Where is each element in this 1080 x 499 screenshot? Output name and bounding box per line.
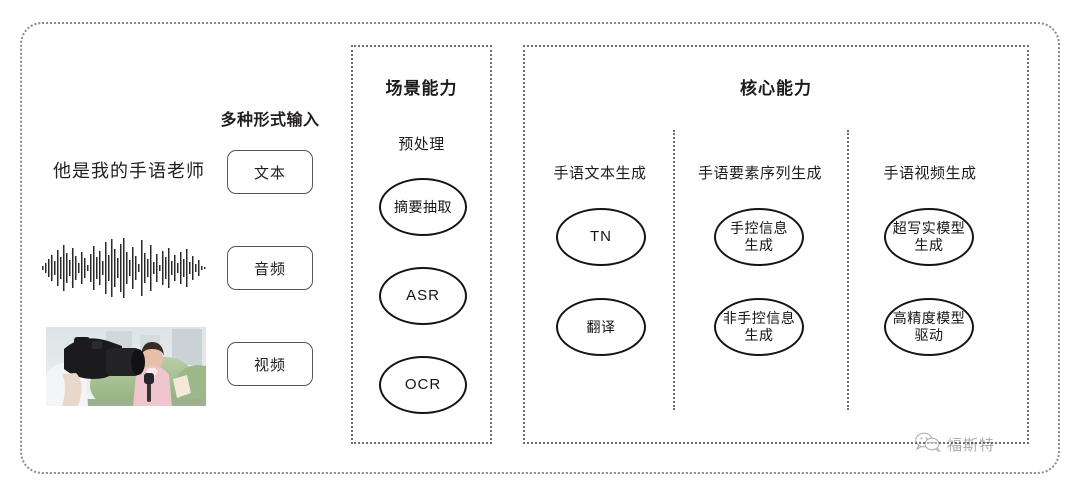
node-translation[interactable]: 翻译 [556,298,646,356]
scene-panel-group-label: 预处理 [398,136,445,153]
scene-capability-panel: 场景能力 预处理 摘要抽取 ASR OCR [351,45,492,444]
node-hyperreal-model-generation-label: 超写实模型生成 [892,220,966,253]
node-tn-label: TN [590,228,612,246]
diagram-outer-frame [20,22,1060,474]
core-capability-panel: 核心能力 手语文本生成 TN 翻译 手语要素序列生成 手控信息生成 非手控信息生… [523,45,1029,444]
input-chip-text-label: 文本 [253,164,286,182]
input-chip-text[interactable]: 文本 [227,150,313,194]
node-manual-info-generation[interactable]: 手控信息生成 [714,208,804,266]
core-panel-divider-1 [673,130,675,410]
video-thumbnail-icon [46,327,206,406]
core-column-3-heading: 手语视频生成 [883,165,977,182]
node-summary-extraction[interactable]: 摘要抽取 [379,178,467,236]
core-panel-title: 核心能力 [740,79,812,98]
audio-waveform-icon [42,236,208,300]
watermark: 福斯特 [915,432,995,457]
node-high-precision-model-driving-label: 高精度模型驱动 [892,310,966,343]
node-manual-info-generation-label: 手控信息生成 [730,220,788,253]
input-chip-video[interactable]: 视频 [227,342,313,386]
scene-panel-title: 场景能力 [385,79,458,98]
sample-sentence-text: 他是我的手语老师 [53,161,205,181]
input-section-heading: 多种形式输入 [220,112,320,129]
watermark-text: 福斯特 [947,437,996,454]
core-panel-divider-2 [847,130,849,410]
node-hyperreal-model-generation[interactable]: 超写实模型生成 [884,208,974,266]
node-summary-extraction-label: 摘要抽取 [394,198,452,215]
core-column-1-heading: 手语文本生成 [553,165,647,182]
node-translation-label: 翻译 [586,318,616,335]
input-chip-audio-label: 音频 [253,260,286,278]
node-ocr-label: OCR [404,376,442,394]
node-ocr[interactable]: OCR [379,356,467,414]
node-high-precision-model-driving[interactable]: 高精度模型驱动 [884,298,974,356]
node-asr-label: ASR [406,287,440,305]
input-chip-audio[interactable]: 音频 [227,246,313,290]
core-column-2-heading: 手语要素序列生成 [697,165,822,182]
wechat-icon [915,432,941,457]
node-tn[interactable]: TN [556,208,646,266]
node-non-manual-info-generation[interactable]: 非手控信息生成 [714,298,804,356]
input-chip-video-label: 视频 [253,356,286,374]
node-asr[interactable]: ASR [379,267,467,325]
node-non-manual-info-generation-label: 非手控信息生成 [722,310,796,343]
